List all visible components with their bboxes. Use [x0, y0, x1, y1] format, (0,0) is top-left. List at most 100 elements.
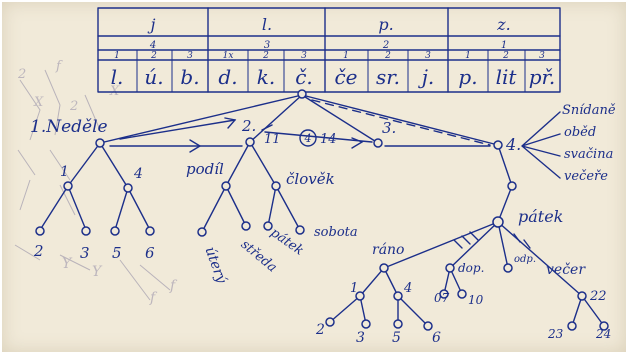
node-23	[567, 321, 577, 331]
node-1	[63, 181, 73, 191]
ghost-mark-8: f	[149, 290, 158, 306]
tree-labels: 1.Neděle 2. 3. 4. 11 4 14 1 4 2 3 5 6 po…	[30, 117, 611, 346]
node-10	[457, 289, 467, 299]
node-07	[439, 289, 449, 299]
ghost-mark-4: 2	[69, 99, 78, 114]
meal-label: Snídaně	[562, 103, 616, 118]
node-r3	[361, 319, 371, 329]
meal-label: oběd	[564, 125, 596, 140]
label-patek2: pátek	[518, 207, 563, 226]
table-index-cell: 3	[425, 51, 431, 61]
table-index-cell: 3	[187, 51, 193, 61]
label-r3: 3	[356, 330, 365, 346]
node-r4	[393, 291, 403, 301]
node-4	[493, 140, 503, 150]
node-odp	[503, 263, 513, 273]
node-4-child	[507, 181, 517, 191]
ghost-mark-7: Y	[92, 264, 103, 280]
table-day-cell: lit	[496, 65, 518, 89]
table-day-cell: če	[334, 65, 357, 89]
table-index-cell: 1	[114, 51, 120, 61]
ghost-mark-1: 2	[17, 67, 26, 82]
table-index-cell: 1x	[223, 51, 234, 61]
table-day-cell: j.	[418, 65, 435, 89]
table-subheader-3: 2	[382, 40, 389, 51]
table-subheader-1: 4	[149, 40, 156, 51]
table-index-cell: 2	[502, 51, 509, 61]
node-sobota	[295, 225, 305, 235]
tree-nodes	[35, 89, 609, 331]
label-1: 1	[60, 164, 69, 180]
label-r6: 6	[432, 330, 441, 346]
label-23: 23	[547, 327, 564, 341]
node-nedele	[95, 138, 105, 148]
label-24: 24	[595, 327, 611, 341]
circled-number	[299, 129, 317, 147]
label-r4: 4	[403, 281, 412, 296]
table-index-cell: 1	[343, 51, 349, 61]
node-r2	[325, 317, 335, 327]
table-day-cell: č.	[295, 65, 313, 89]
node-streda	[241, 221, 251, 231]
label-14: 14	[320, 132, 337, 147]
label-4: 4	[133, 166, 143, 182]
label-utery: úterý	[201, 244, 230, 286]
node-r5	[393, 319, 403, 329]
node-utery	[197, 227, 207, 237]
ghost-mark-6: Y	[62, 256, 73, 272]
node-22	[577, 291, 587, 301]
node-dop	[445, 263, 455, 273]
label-nedele: 1.Neděle	[30, 117, 108, 137]
label-r5: 5	[392, 330, 401, 346]
node-rano	[379, 263, 389, 273]
label-clovek: člověk	[286, 170, 335, 188]
meal-label: večeře	[564, 169, 608, 184]
table-index-cell: 3	[301, 51, 307, 61]
table-index-cell: 3	[539, 51, 545, 61]
label-22: 22	[589, 289, 607, 304]
label-11: 11	[264, 132, 281, 147]
table-day-cell: ú.	[144, 65, 163, 89]
table-header-group-1: j	[148, 15, 156, 34]
node-3	[373, 138, 383, 148]
table-day-cell: k.	[257, 65, 275, 89]
label-circled-4: 4	[304, 132, 312, 145]
table-index-cell: 1	[465, 51, 471, 61]
tree-edges	[39, 94, 605, 327]
node-24	[599, 321, 609, 331]
leaf-2-node	[35, 226, 45, 236]
node-2	[245, 137, 255, 147]
leaf-6-node	[145, 226, 155, 236]
label-sobota: sobota	[314, 225, 358, 240]
calendar-table: j l. p. z. 4 3 2 1 1 2 3 1x 2 3 1 2 3 1 …	[97, 7, 561, 93]
table-index-cell: 2	[384, 51, 391, 61]
node-patek2	[492, 216, 504, 228]
meals-list: Snídaně oběd svačina večeře	[562, 103, 616, 184]
node-patek	[263, 221, 273, 231]
leaf-3-node	[81, 226, 91, 236]
table-subheader-2: 3	[264, 40, 270, 51]
table-subheader-4: 1	[501, 40, 507, 51]
table-index-cell: 2	[262, 51, 269, 61]
node-clovek	[271, 181, 281, 191]
table-day-cell: p.	[458, 65, 477, 89]
table-day-cell: sr.	[376, 65, 400, 89]
label-10: 10	[468, 293, 484, 307]
label-dop: dop.	[458, 261, 484, 275]
label-node-3: 3.	[382, 119, 396, 137]
root-node	[297, 89, 307, 99]
table-header-group-2: l.	[262, 15, 272, 34]
label-07: 07	[434, 291, 450, 305]
label-leaf-2: 2	[33, 242, 44, 260]
label-streda: středa	[238, 237, 280, 275]
label-node-4: 4.	[505, 135, 521, 154]
label-podil: podíl	[186, 160, 224, 178]
ghost-mark-2: f	[55, 59, 63, 74]
meal-label: svačina	[564, 147, 613, 162]
table-index-cell: 2	[150, 51, 157, 61]
bleed-through-marks: 2 f X 2 X Y Y f f	[14, 59, 178, 306]
label-leaf-6: 6	[145, 244, 155, 262]
label-node-2: 2.	[241, 117, 256, 135]
